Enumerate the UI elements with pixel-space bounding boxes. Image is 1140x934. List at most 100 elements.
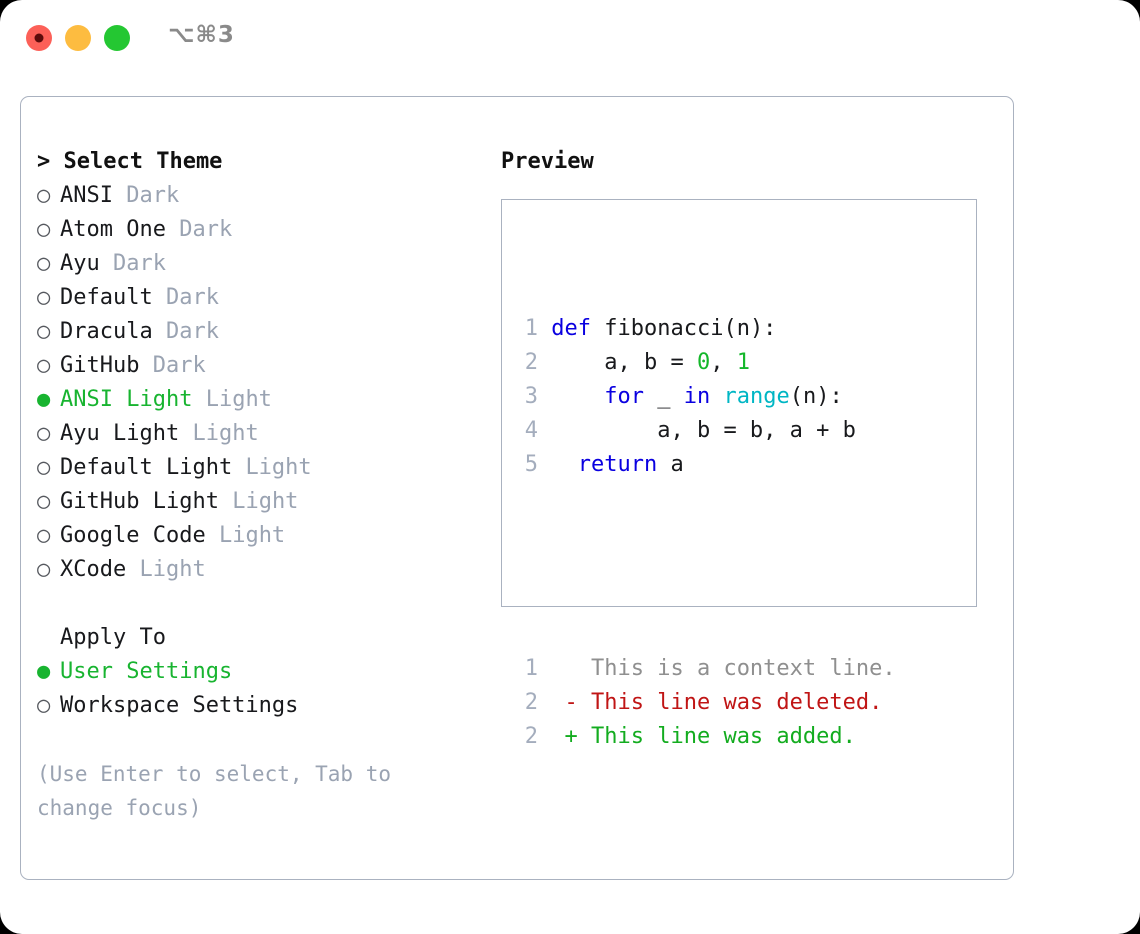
code-line: 5 return a	[514, 448, 896, 482]
theme-list-item[interactable]: ○ ANSI Dark	[37, 179, 487, 213]
theme-name-kind-gap	[139, 349, 152, 383]
theme-list-item[interactable]: ○Google Code Light	[37, 519, 487, 553]
code-token: return	[577, 452, 658, 477]
theme-kind-badge: Dark	[113, 251, 166, 276]
maximize-button[interactable]	[104, 25, 130, 51]
code-token: a, b =	[604, 350, 697, 375]
apply-to-bullet-placeholder: ○	[37, 621, 60, 655]
diff-marker	[538, 656, 578, 681]
apply-to-option[interactable]: ○ Workspace Settings	[37, 689, 487, 723]
code-line-number: 3	[524, 384, 538, 409]
theme-name-kind-gap	[126, 553, 139, 587]
theme-name: Atom One	[60, 217, 166, 242]
theme-kind-badge: Light	[139, 557, 206, 582]
theme-name: Google Code	[60, 523, 206, 548]
theme-name-kind-gap	[153, 315, 166, 349]
theme-list-item[interactable]: ○Dracula Dark	[37, 315, 487, 349]
theme-name-kind-gap	[206, 519, 219, 553]
theme-name-kind-gap	[113, 179, 126, 213]
code-indent	[538, 384, 604, 409]
radio-unselected-icon: ○	[37, 557, 51, 582]
code-token: 0	[696, 350, 711, 375]
theme-name-kind-gap	[166, 213, 179, 247]
apply-to-option[interactable]: ● User Settings	[37, 655, 487, 689]
theme-kind-badge: Dark	[179, 217, 233, 242]
diff-marker: -	[538, 690, 578, 715]
code-line: 3 for _ in range(n):	[514, 380, 896, 414]
radio-unselected-icon: ○	[37, 285, 51, 310]
code-line-number: 1	[524, 316, 538, 341]
close-button[interactable]	[26, 25, 52, 51]
theme-list-item[interactable]: ○Ayu Light Light	[37, 417, 487, 451]
code-token: _	[643, 384, 684, 409]
radio-unselected-icon: ○	[37, 183, 51, 208]
theme-list-item[interactable]: ○Ayu Dark	[37, 247, 487, 281]
code-line-number: 2	[524, 350, 538, 375]
code-diff-separator	[514, 550, 896, 584]
theme-name: Default Light	[60, 455, 233, 480]
radio-unselected-icon: ○	[37, 455, 51, 480]
radio-unselected-icon: ○	[37, 217, 51, 242]
theme-kind-badge: Dark	[152, 353, 206, 378]
apply-to-option-label: Workspace Settings	[60, 693, 299, 718]
theme-name: Dracula	[60, 319, 153, 344]
theme-list-item[interactable]: ○Default Dark	[37, 281, 487, 315]
diff-text: This is a context line.	[577, 656, 896, 681]
theme-name-kind-gap	[192, 383, 205, 417]
radio-unselected-icon: ○	[37, 251, 51, 276]
radio-unselected-icon: ○	[37, 489, 51, 514]
theme-name: Ayu Light	[60, 421, 180, 446]
theme-list-item[interactable]: ○GitHub Light Light	[37, 485, 487, 519]
diff-sample: 1 This is a context line.2 - This line w…	[514, 652, 896, 754]
preview-column: Preview 1 def fibonacci(n):2 a, b = 0, 1…	[501, 145, 1001, 749]
theme-list-item[interactable]: ○Default Light Light	[37, 451, 487, 485]
radio-selected-icon: ●	[37, 659, 51, 684]
theme-list-item[interactable]: ●ANSI Light Light	[37, 383, 487, 417]
code-token: for	[604, 384, 644, 409]
list-spacer	[37, 587, 487, 621]
theme-name-kind-gap	[153, 281, 166, 315]
code-line: 4 a, b = b, a + b	[514, 414, 896, 448]
theme-name-kind-gap	[219, 485, 232, 519]
preview-title: Preview	[501, 149, 594, 174]
theme-kind-badge: Dark	[126, 183, 180, 208]
window-title: ⌥⌘3	[168, 22, 235, 48]
theme-list-item[interactable]: ○ Atom One Dark	[37, 213, 487, 247]
theme-picker-header: > Select Theme	[37, 149, 223, 174]
code-token: fibonacci(n):	[591, 316, 777, 341]
theme-kind-badge: Light	[192, 421, 259, 446]
diff-text: This line was added.	[577, 724, 856, 749]
diff-line: 2 + This line was added.	[514, 720, 896, 754]
theme-name-kind-gap	[232, 451, 245, 485]
code-token: in	[683, 384, 711, 409]
radio-unselected-icon: ○	[37, 693, 51, 718]
code-indent	[538, 452, 578, 477]
theme-kind-badge: Dark	[165, 319, 219, 344]
theme-name: ANSI	[60, 183, 113, 208]
theme-name: XCode	[60, 557, 127, 582]
code-line-number: 5	[524, 452, 538, 477]
theme-name-kind-gap	[179, 417, 192, 451]
diff-text: This line was deleted.	[577, 690, 883, 715]
theme-list[interactable]: ○ANSI Dark○Atom One Dark○Ayu Dark○Defaul…	[37, 179, 487, 587]
diff-line-number: 2	[524, 690, 538, 715]
theme-kind-badge: Dark	[165, 285, 219, 310]
apply-to-options[interactable]: ● User Settings ○ Workspace Settings	[37, 655, 487, 723]
diff-line: 2 - This line was deleted.	[514, 686, 896, 720]
title-bar: ⌥⌘3	[0, 0, 1140, 78]
minimize-button[interactable]	[65, 25, 91, 51]
theme-list-item[interactable]: ○GitHub Dark	[37, 349, 487, 383]
theme-list-item[interactable]: ○ XCode Light	[37, 553, 487, 587]
diff-line-number: 2	[524, 724, 538, 749]
code-line: 2 a, b = 0, 1	[514, 346, 896, 380]
code-indent	[538, 316, 551, 341]
apply-to-label-text: Apply To	[60, 625, 166, 650]
radio-selected-icon: ●	[37, 387, 51, 412]
code-token: range	[723, 384, 790, 409]
code-indent	[538, 350, 604, 375]
theme-name-kind-gap	[100, 247, 113, 281]
apply-to-option-label: User Settings	[60, 659, 233, 684]
